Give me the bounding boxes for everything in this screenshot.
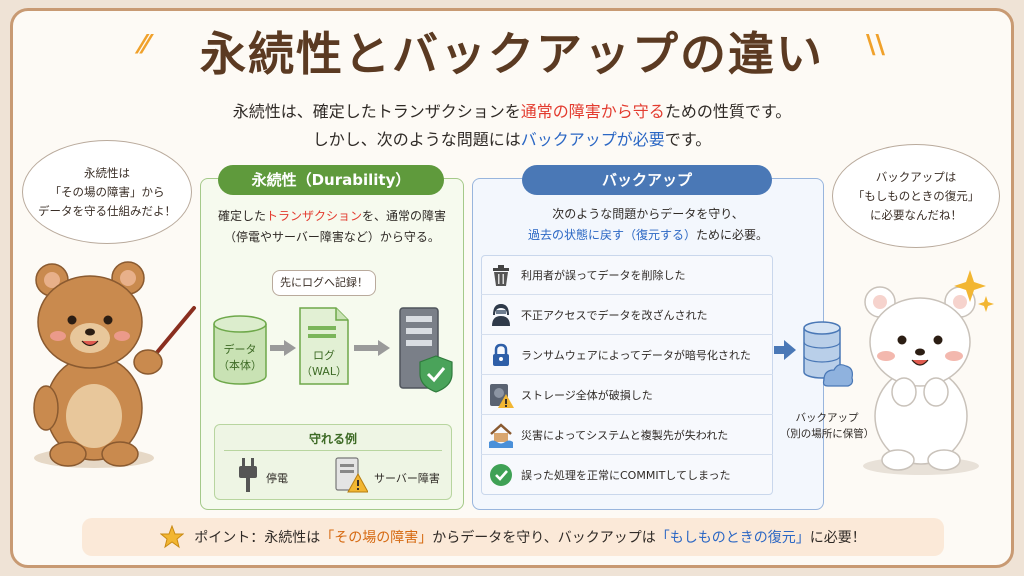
divider [224, 450, 442, 451]
speech-bubble-right: バックアップは 「もしものときの復元」 に必要なんだね！ [832, 144, 1000, 248]
lock-icon [481, 335, 521, 375]
durability-header: 永続性（Durability） [218, 165, 444, 195]
log-label: ログ （WAL） [301, 349, 347, 378]
point-summary-bar: ポイント：永続性は 「その場の障害」 からデータを守り、バックアップは 「もしも… [82, 518, 944, 556]
log-first-callout: 先にログへ記録！ [272, 270, 376, 296]
power-plug-icon [239, 458, 257, 492]
list-item: ランサムウェアによってデータが暗号化された [481, 335, 773, 375]
backup-description: 次のような問題からデータを守り、 過去の状態に戻す（復元する）ために必要。 [527, 207, 769, 242]
page-title: 永続性とバックアップの違い [200, 27, 824, 81]
check-circle-icon [481, 455, 521, 495]
list-item: ストレージ全体が破損した [481, 375, 773, 415]
white-bear-illustration [863, 270, 994, 475]
backup-header: バックアップ [522, 165, 772, 195]
subtitle-line-2: しかし、次のような問題にはバックアップが必要です。 [312, 130, 712, 149]
data-label: データ （本体） [218, 343, 262, 372]
sparkle-icon: ⁄⁄ [140, 30, 149, 60]
brown-bear-illustration [33, 261, 196, 468]
list-item: 誤った処理を正常にCOMMITしてしまった [481, 455, 773, 495]
flood-house-icon [481, 415, 521, 455]
backup-storage-label: バックアップ （別の場所に保管） [779, 412, 875, 440]
backup-cases-list [481, 255, 773, 495]
broken-disk-icon [481, 375, 521, 415]
list-item: 利用者が誤ってデータを削除した [481, 255, 773, 295]
arrow-right-icon [270, 340, 296, 356]
example-server-failure: サーバー障害 [374, 472, 440, 485]
database-cylinder-icon [213, 315, 267, 385]
arrow-right-icon [774, 340, 796, 360]
server-shield-icon [399, 307, 453, 393]
log-document-icon [299, 307, 349, 385]
sparkle-icon: \\ [866, 30, 885, 60]
speech-bubble-left: 永続性は 「その場の障害」から データを守る仕組みだよ！ [22, 140, 192, 244]
hacker-icon [481, 295, 521, 335]
protectable-examples-header: 守れる例 [308, 432, 357, 446]
trash-icon [481, 255, 521, 295]
durability-description: 確定したトランザクションを、通常の障害 （停電やサーバー障害など）から守る。 [217, 209, 447, 244]
backup-storage-icon [803, 321, 854, 387]
example-power-outage: 停電 [266, 472, 288, 485]
list-item: 災害によってシステムと複製先が失われた [481, 415, 773, 455]
star-icon [160, 525, 185, 549]
server-warning-icon [335, 457, 368, 493]
arrow-right-icon [354, 340, 390, 356]
list-item: 不正アクセスでデータを改ざんされた [481, 295, 773, 335]
subtitle-line-1: 永続性は、確定したトランザクションを通常の障害から守るための性質です。 [232, 102, 792, 121]
